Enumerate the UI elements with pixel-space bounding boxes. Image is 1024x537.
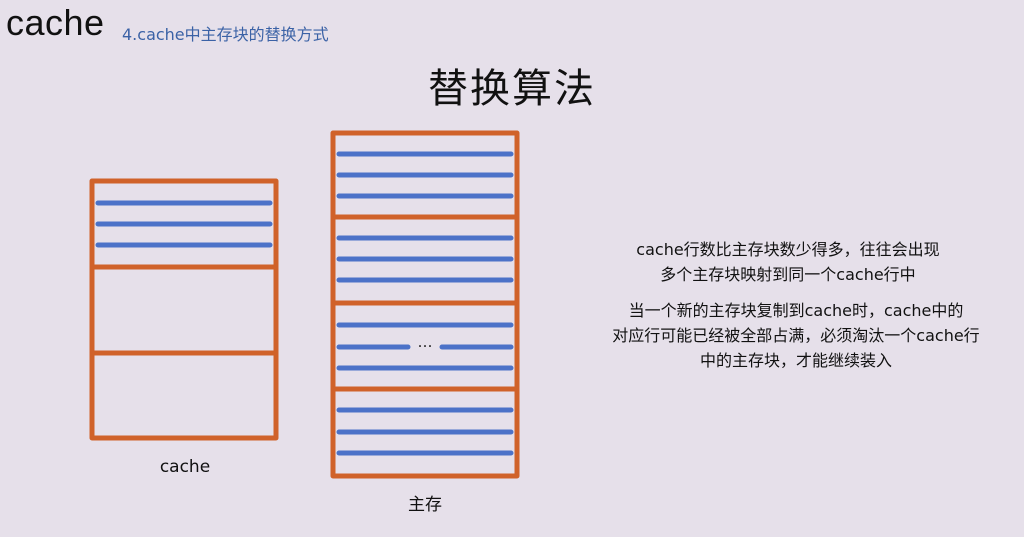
cache-block-group bbox=[89, 178, 279, 441]
section-subtitle: 4.cache中主存块的替换方式 bbox=[122, 25, 329, 44]
main-memory-caption: 主存 bbox=[408, 495, 442, 515]
description-line: 当一个新的主存块复制到cache时，cache中的 bbox=[628, 301, 964, 320]
course-brand: cache bbox=[6, 2, 105, 43]
memory-block-4 bbox=[330, 386, 520, 479]
description-line: 对应行可能已经被全部占满，必须淘汰一个cache行 bbox=[612, 326, 980, 345]
cache-line-2 bbox=[89, 264, 279, 356]
cache-line-3 bbox=[89, 350, 279, 441]
description-para-2: 当一个新的主存块复制到cache时，cache中的 对应行可能已经被全部占满，必… bbox=[568, 298, 1024, 373]
cache-caption: cache bbox=[159, 457, 211, 477]
slide-title: 替换算法 bbox=[428, 66, 596, 112]
description-line: 多个主存块映射到同一个cache行中 bbox=[660, 265, 916, 284]
description-line: cache行数比主存块数少得多，往往会出现 bbox=[636, 240, 940, 259]
main-memory-block-group bbox=[330, 130, 520, 479]
description-para-1: cache行数比主存块数少得多，往往会出现 多个主存块映射到同一个cache行中 bbox=[588, 237, 988, 287]
ellipsis-marker: … bbox=[418, 333, 433, 351]
description-line: 中的主存块，才能继续装入 bbox=[699, 351, 892, 370]
